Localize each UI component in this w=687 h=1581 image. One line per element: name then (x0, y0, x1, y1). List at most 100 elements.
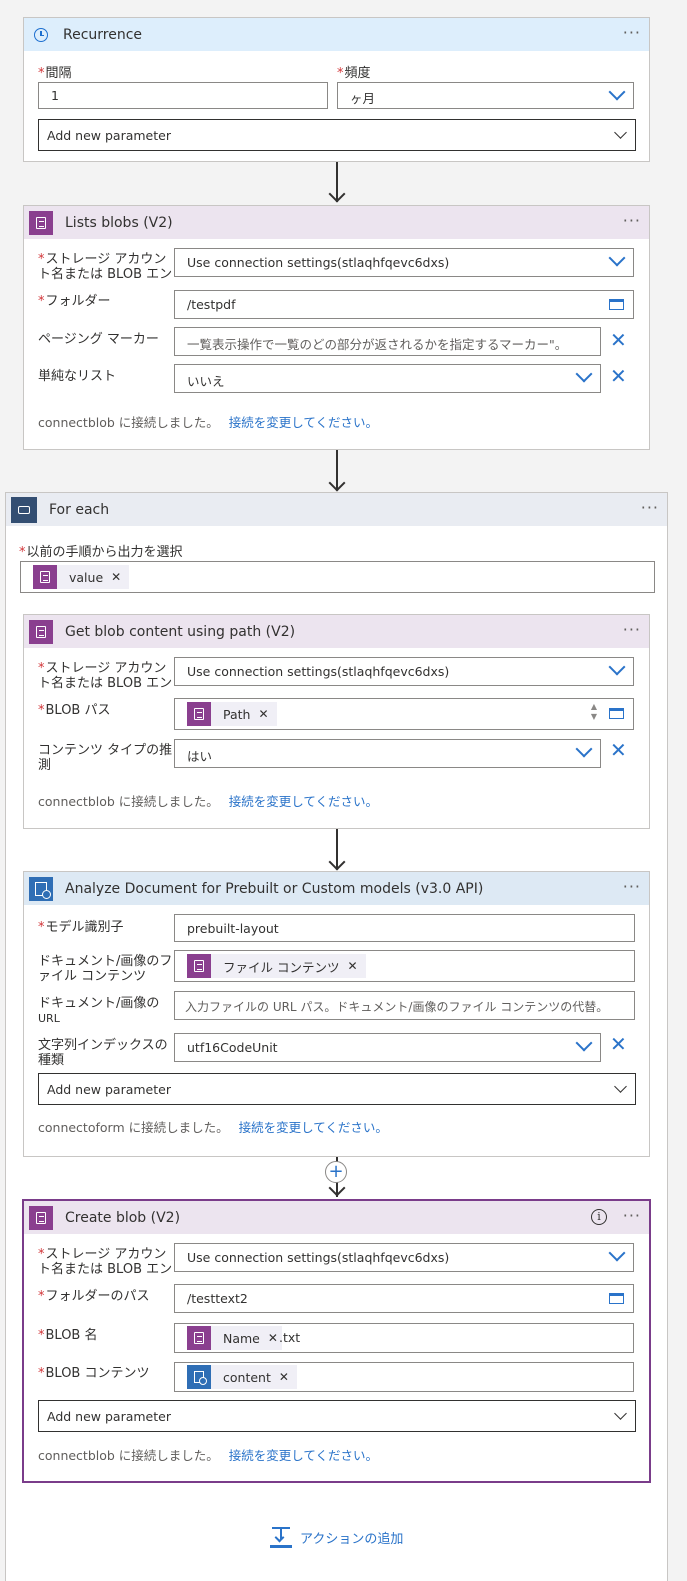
blob-path-input[interactable]: Path✕ ▲▼ (174, 698, 634, 730)
remove-token-icon[interactable]: ✕ (111, 570, 122, 584)
clock-icon (31, 25, 51, 45)
remove-token-icon[interactable]: ✕ (258, 707, 269, 721)
blob-content-input[interactable]: content✕ (174, 1362, 634, 1392)
infer-content-type-select[interactable]: はい (174, 739, 601, 768)
blob-content-label: *BLOB コンテンツ (38, 1366, 150, 1381)
flat-listing-select[interactable]: いいえ (174, 364, 601, 393)
folder-icon[interactable] (609, 708, 624, 719)
remove-param-icon[interactable]: ✕ (610, 738, 627, 762)
blob-storage-icon (187, 954, 211, 978)
remove-param-icon[interactable]: ✕ (610, 328, 627, 352)
chevron-down-icon (608, 1244, 626, 1262)
select-output-label: *以前の手順から出力を選択 (19, 545, 183, 560)
dynamic-token-name[interactable]: Name✕ (187, 1326, 282, 1350)
recurrence-header[interactable]: Recurrence ··· (24, 18, 649, 51)
select-output-input[interactable]: value✕ (20, 561, 655, 593)
string-index-type-label: 文字列インデックスの種類 (38, 1038, 168, 1068)
chevron-down-icon (575, 1034, 593, 1052)
frequency-select[interactable]: ヶ月 (337, 82, 634, 109)
change-connection-link[interactable]: 接続を変更してください。 (228, 1448, 379, 1463)
more-options-icon[interactable]: ··· (640, 498, 659, 517)
dynamic-token-value[interactable]: value✕ (33, 565, 130, 589)
connector-arrow (336, 162, 338, 202)
connection-status: connectblob に接続しました。接続を変更してください。 (38, 415, 379, 430)
connection-status: connectblob に接続しました。接続を変更してください。 (38, 794, 379, 809)
add-parameter-select[interactable]: Add new parameter (38, 1073, 636, 1105)
insert-step-plus-icon[interactable]: + (325, 1161, 347, 1183)
card-title: Get blob content using path (V2) (65, 623, 296, 640)
remove-token-icon[interactable]: ✕ (347, 959, 358, 973)
flat-listing-label: 単純なリスト (38, 369, 117, 384)
chevron-down-icon (608, 83, 626, 101)
get-blob-header[interactable]: Get blob content using path (V2) ··· (24, 615, 649, 648)
add-action-label: アクションの追加 (300, 1531, 404, 1547)
document-url-input[interactable]: 入力ファイルの URL パス。ドキュメント/画像のファイル コンテンツの代替。 (174, 991, 635, 1020)
more-options-icon[interactable]: ··· (622, 1206, 641, 1225)
folder-path-label: *フォルダーのパス (38, 1289, 150, 1304)
arrow-head (328, 474, 346, 492)
change-connection-link[interactable]: 接続を変更してください。 (228, 794, 379, 809)
get-blob-card[interactable]: Get blob content using path (V2) ··· *スト… (23, 614, 650, 829)
add-parameter-select[interactable]: Add new parameter (38, 1400, 636, 1432)
infer-content-type-label: コンテンツ タイプの推測 (38, 743, 173, 773)
dynamic-token-file-content[interactable]: ファイル コンテンツ✕ (187, 954, 366, 978)
remove-param-icon[interactable]: ✕ (610, 1032, 627, 1056)
storage-account-select[interactable]: Use connection settings(stlaqhfqevc6dxs) (174, 1243, 634, 1272)
for-each-header[interactable]: For each ··· (6, 493, 667, 526)
lists-blobs-header[interactable]: Lists blobs (V2) ··· (24, 206, 649, 239)
change-connection-link[interactable]: 接続を変更してください。 (238, 1120, 388, 1135)
card-title: Create blob (V2) (65, 1209, 181, 1226)
interval-input[interactable]: 1 (38, 82, 328, 109)
more-options-icon[interactable]: ··· (622, 620, 641, 639)
analyze-document-card[interactable]: Analyze Document for Prebuilt or Custom … (23, 871, 650, 1157)
connection-status: connectblob に接続しました。接続を変更してください。 (38, 1448, 379, 1463)
analyze-document-header[interactable]: Analyze Document for Prebuilt or Custom … (24, 872, 649, 905)
chevron-down-icon (614, 1080, 627, 1093)
connector-arrow (336, 450, 338, 490)
dynamic-token-content[interactable]: content✕ (187, 1365, 297, 1389)
more-options-icon[interactable]: ··· (622, 23, 641, 42)
more-options-icon[interactable]: ··· (622, 211, 641, 230)
add-parameter-select[interactable]: Add new parameter (38, 119, 636, 151)
folder-label: *フォルダー (38, 294, 111, 309)
blob-storage-icon (187, 702, 211, 726)
blob-storage-icon (29, 1205, 53, 1230)
remove-param-icon[interactable]: ✕ (610, 364, 627, 388)
folder-icon[interactable] (609, 299, 624, 310)
blob-storage-icon (29, 619, 53, 644)
stepper-icon[interactable]: ▲▼ (590, 702, 597, 721)
string-index-type-select[interactable]: utf16CodeUnit (174, 1033, 601, 1062)
storage-account-select[interactable]: Use connection settings(stlaqhfqevc6dxs) (174, 248, 634, 277)
chevron-down-icon (575, 740, 593, 758)
paging-marker-input[interactable]: 一覧表示操作で一覧のどの部分が返されるかを指定するマーカー"。 (174, 327, 601, 356)
form-recognizer-icon (187, 1365, 211, 1389)
chevron-down-icon (614, 126, 627, 139)
lists-blobs-card[interactable]: Lists blobs (V2) ··· *ストレージ アカウン ト名または B… (23, 205, 650, 450)
create-blob-header[interactable]: Create blob (V2) i ··· (24, 1201, 649, 1234)
blob-storage-icon (33, 565, 57, 589)
storage-account-select[interactable]: Use connection settings(stlaqhfqevc6dxs) (174, 657, 634, 686)
card-title: Recurrence (63, 26, 143, 43)
folder-path-input[interactable]: /testtext2 (174, 1284, 634, 1313)
model-id-input[interactable]: prebuilt-layout (174, 914, 635, 942)
blob-name-input[interactable]: Name✕ .txt (174, 1323, 634, 1353)
chevron-down-icon (608, 249, 626, 267)
remove-token-icon[interactable]: ✕ (267, 1331, 278, 1345)
document-content-input[interactable]: ファイル コンテンツ✕ (174, 950, 635, 982)
storage-account-label: *ストレージ アカウン ト名または BLOB エン (38, 661, 173, 689)
card-title: Analyze Document for Prebuilt or Custom … (65, 880, 484, 897)
add-action-button[interactable]: アクションの追加 (270, 1526, 403, 1548)
storage-account-label: *ストレージ アカウン ト名または BLOB エン (38, 1247, 173, 1275)
storage-account-label: *ストレージ アカウン ト名または BLOB エン (38, 252, 173, 280)
chevron-down-icon (614, 1407, 627, 1420)
recurrence-card[interactable]: Recurrence ··· *間隔 1 *頻度 ヶ月 Add new para… (23, 17, 650, 162)
change-connection-link[interactable]: 接続を変更してください。 (228, 415, 379, 430)
info-icon[interactable]: i (591, 1209, 607, 1225)
document-content-label: ドキュメント/画像のファイル コンテンツ (38, 954, 173, 984)
remove-token-icon[interactable]: ✕ (278, 1370, 289, 1384)
dynamic-token-path[interactable]: Path✕ (187, 702, 277, 726)
folder-input[interactable]: /testpdf (174, 290, 634, 319)
folder-icon[interactable] (609, 1293, 624, 1304)
create-blob-card[interactable]: Create blob (V2) i ··· *ストレージ アカウン ト名または… (22, 1199, 651, 1483)
more-options-icon[interactable]: ··· (622, 877, 641, 896)
